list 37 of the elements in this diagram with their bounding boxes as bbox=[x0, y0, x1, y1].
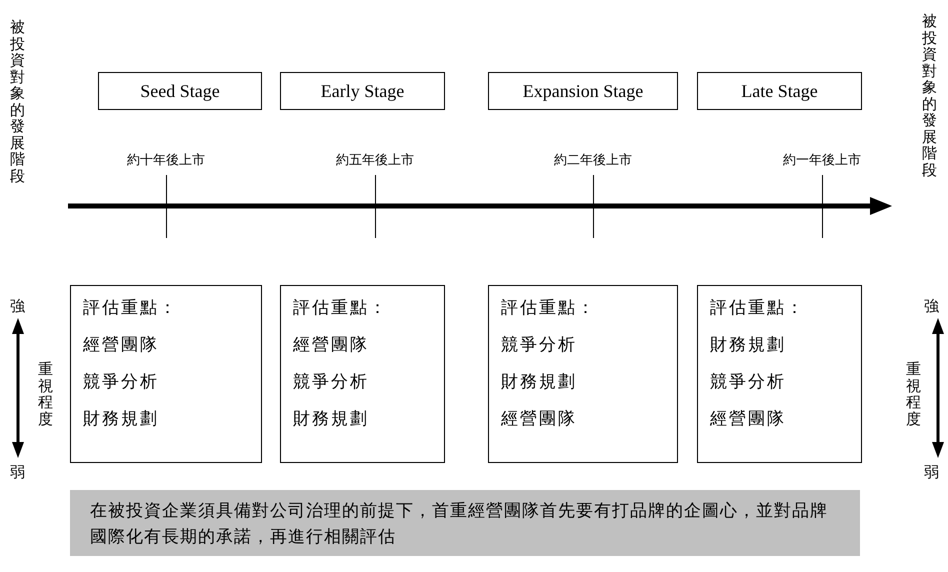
evaluation-box bbox=[697, 285, 862, 463]
evaluation-item: 競爭分析 bbox=[83, 371, 159, 393]
tick-label: 約五年後上市 bbox=[335, 151, 415, 169]
stage-box: Late Stage bbox=[697, 72, 862, 110]
stage-box: Seed Stage bbox=[98, 72, 262, 110]
weak-label: 弱 bbox=[10, 465, 25, 481]
tick-label: 約十年後上市 bbox=[126, 151, 206, 169]
evaluation-item: 競爭分析 bbox=[501, 334, 577, 356]
vertical-label: 被投資對象的發展階段 bbox=[922, 14, 937, 179]
evaluation-box bbox=[488, 285, 678, 463]
evaluation-box bbox=[280, 285, 445, 463]
vertical-label: 重視程度 bbox=[38, 362, 53, 428]
strong-label: 強 bbox=[10, 299, 25, 315]
evaluation-heading: 評估重點： bbox=[293, 297, 388, 319]
stage-box: Expansion Stage bbox=[488, 72, 678, 110]
vertical-label: 被投資對象的發展階段 bbox=[10, 20, 25, 185]
evaluation-heading: 評估重點： bbox=[501, 297, 596, 319]
evaluation-item: 經營團隊 bbox=[501, 408, 577, 430]
stage-box: Early Stage bbox=[280, 72, 445, 110]
evaluation-heading: 評估重點： bbox=[710, 297, 805, 319]
evaluation-item: 財務規劃 bbox=[710, 334, 786, 356]
evaluation-item: 財務規劃 bbox=[83, 408, 159, 430]
evaluation-item: 競爭分析 bbox=[710, 371, 786, 393]
evaluation-item: 財務規劃 bbox=[501, 371, 577, 393]
strong-label: 強 bbox=[924, 299, 939, 315]
evaluation-item: 經營團隊 bbox=[83, 334, 159, 356]
evaluation-item: 經營團隊 bbox=[710, 408, 786, 430]
evaluation-item: 經營團隊 bbox=[293, 334, 369, 356]
weak-label: 弱 bbox=[924, 465, 939, 481]
evaluation-box bbox=[70, 285, 262, 463]
evaluation-heading: 評估重點： bbox=[83, 297, 178, 319]
tick-label: 約二年後上市 bbox=[553, 151, 633, 169]
evaluation-item: 財務規劃 bbox=[293, 408, 369, 430]
vertical-label: 重視程度 bbox=[906, 362, 921, 428]
tick-label: 約一年後上市 bbox=[782, 151, 862, 169]
note-box: 在被投資企業須具備對公司治理的前提下，首重經營團隊首先要有打品牌的企圖心，並對品牌國際化有長期的承諾，再進行相關評估 bbox=[70, 490, 860, 556]
evaluation-item: 競爭分析 bbox=[293, 371, 369, 393]
